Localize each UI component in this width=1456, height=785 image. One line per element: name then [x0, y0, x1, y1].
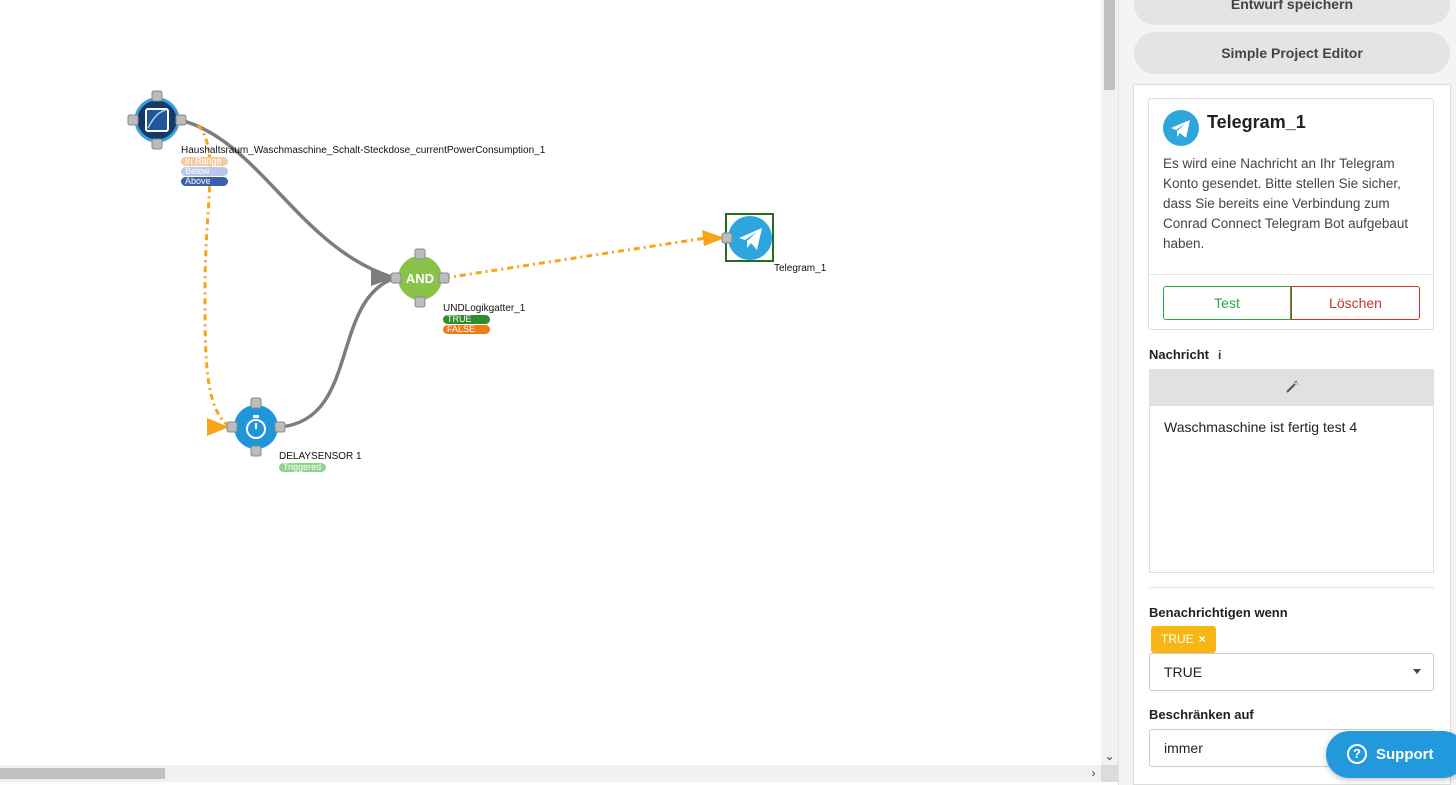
scroll-right-arrow-icon[interactable]: ›	[1091, 766, 1096, 780]
connections-layer: AND	[127, 90, 774, 457]
limit-value: immer	[1164, 740, 1203, 756]
telegram-icon	[1163, 110, 1199, 146]
test-button[interactable]: Test	[1163, 286, 1291, 320]
state-pill-true[interactable]: TRUE	[443, 315, 490, 324]
save-draft-button[interactable]: Entwurf speichern	[1134, 0, 1450, 25]
horizontal-scrollbar[interactable]	[0, 765, 1101, 782]
card-title: Telegram_1	[1207, 112, 1306, 132]
sensor-node[interactable]	[127, 90, 187, 150]
delete-button[interactable]: Löschen	[1291, 286, 1420, 320]
card-description: Es wird eine Nachricht an Ihr Telegram K…	[1163, 156, 1409, 251]
sensor-port-top[interactable]	[151, 90, 163, 102]
and-port-right[interactable]	[438, 272, 450, 284]
sensor-port-bottom[interactable]	[151, 138, 163, 150]
card-divider	[1149, 274, 1433, 275]
tag-label: TRUE	[1161, 632, 1194, 646]
selected-tag-true[interactable]: TRUE ×	[1151, 626, 1216, 653]
panel-body: Telegram_1 Es wird eine Nachricht an Ihr…	[1133, 84, 1451, 785]
sensor-gauge-icon	[147, 109, 167, 129]
flow-canvas[interactable]: AND Haushaltsraum_Waschmaschine_Schalt-S…	[0, 0, 1101, 765]
properties-panel: Entwurf speichern Simple Project Editor …	[1118, 0, 1456, 785]
simple-project-editor-button[interactable]: Simple Project Editor	[1134, 32, 1450, 74]
limit-to-label: Beschränken auf	[1149, 707, 1254, 722]
info-icon[interactable]: i	[1218, 348, 1222, 362]
and-gate-symbol: AND	[406, 271, 434, 286]
connection-sensor-to-delay[interactable]	[196, 124, 231, 429]
delay-port-top[interactable]	[250, 397, 262, 409]
connection-sensor-to-and[interactable]	[179, 118, 396, 280]
arrowhead-telegram-input	[702, 230, 725, 246]
caret-down-icon	[1413, 669, 1421, 674]
section-divider	[1149, 587, 1434, 588]
and-gate-node[interactable]: AND	[390, 248, 450, 308]
scroll-down-arrow-icon[interactable]: ⌄	[1104, 749, 1115, 763]
arrowhead-delay-input	[207, 418, 229, 436]
support-button[interactable]: ? Support	[1326, 731, 1456, 778]
state-pill-in-range[interactable]: In Range	[181, 157, 228, 166]
arrowhead-and-input	[371, 270, 394, 286]
notify-select-value: TRUE	[1164, 664, 1203, 680]
vertical-scrollbar[interactable]	[1101, 0, 1118, 765]
telegram-info-card: Telegram_1 Es wird eine Nachricht an Ihr…	[1148, 98, 1434, 330]
and-port-left[interactable]	[390, 272, 402, 284]
connection-and-to-telegram[interactable]	[443, 236, 707, 280]
and-gate-label: UNDLogikgatter_1	[443, 303, 526, 314]
vertical-scrollbar-thumb[interactable]	[1104, 0, 1115, 90]
state-pill-below[interactable]: Below	[181, 167, 228, 176]
and-port-bottom[interactable]	[414, 296, 426, 308]
state-pill-false[interactable]: FALSE	[443, 325, 490, 334]
delay-port-bottom[interactable]	[250, 445, 262, 457]
telegram-node[interactable]	[721, 213, 774, 262]
support-label: Support	[1376, 746, 1434, 763]
state-pill-above[interactable]: Above	[181, 177, 228, 186]
horizontal-scrollbar-thumb[interactable]	[0, 768, 165, 779]
message-label: Nachricht	[1149, 347, 1209, 362]
message-textarea[interactable]: Waschmaschine ist fertig test 4	[1149, 405, 1434, 573]
telegram-node-label: Telegram_1	[774, 263, 827, 274]
delay-sensor-node[interactable]	[226, 397, 286, 457]
notify-when-label: Benachrichtigen wenn	[1149, 605, 1288, 620]
telegram-plane-icon	[739, 228, 762, 250]
magic-wand-icon[interactable]	[1285, 380, 1299, 394]
notify-when-select[interactable]: TRUE	[1149, 653, 1434, 691]
telegram-port-left[interactable]	[721, 232, 733, 244]
delay-sensor-label: DELAYSENSOR 1	[279, 451, 362, 462]
delay-port-right[interactable]	[274, 421, 286, 433]
state-pill-triggered[interactable]: Triggered	[279, 463, 326, 472]
sensor-port-right[interactable]	[175, 114, 187, 126]
connection-delay-to-and[interactable]	[279, 276, 396, 429]
magic-wand-toolbar[interactable]	[1149, 369, 1434, 405]
and-port-top[interactable]	[414, 248, 426, 260]
scrollbar-corner	[1101, 765, 1118, 782]
sensor-node-label: Haushaltsraum_Waschmaschine_Schalt-Steck…	[181, 145, 546, 156]
delay-port-left[interactable]	[226, 421, 238, 433]
stopwatch-icon	[246, 419, 266, 439]
question-icon: ?	[1347, 744, 1367, 764]
tag-remove-icon[interactable]: ×	[1198, 632, 1206, 646]
sensor-port-left[interactable]	[127, 114, 139, 126]
